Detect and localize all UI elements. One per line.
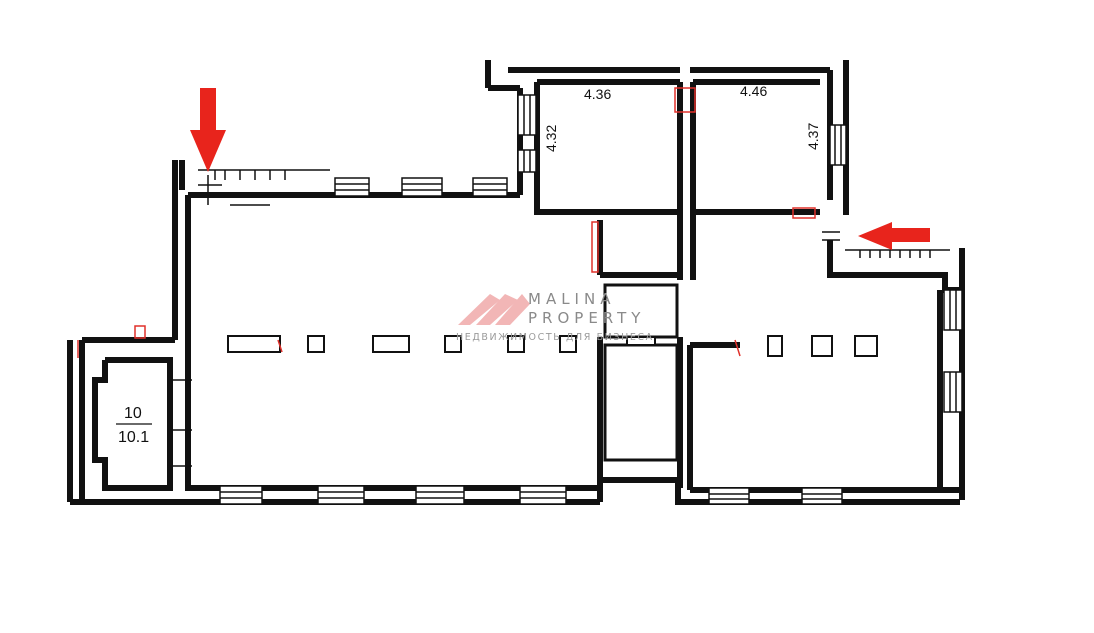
dimension-label: 4.37 [805,123,821,150]
window [472,177,508,197]
red-arrow-left-icon [858,222,930,250]
windows [219,94,963,505]
malina-property-watermark: MALINA PROPERTY НЕДВИЖИМОСТЬ ДЛЯ БИЗНЕСА [456,290,654,343]
column [559,335,577,353]
watermark-line2: PROPERTY [528,309,645,327]
window [943,371,963,413]
dimension-label: 4.36 [584,86,611,102]
column [444,335,462,353]
window [415,485,465,505]
column [227,335,281,353]
dimension-label: 4.32 [543,125,559,152]
column [507,335,525,353]
window [943,289,963,331]
window [334,177,370,197]
watermark-tagline: НЕДВИЖИМОСТЬ ДЛЯ БИЗНЕСА [456,332,654,343]
watermark-logo-icon [458,294,500,325]
dimension-label: 4.46 [740,83,767,99]
window [708,487,750,505]
red-accent-marks [77,87,816,358]
column [372,335,410,353]
window [829,124,847,166]
room-number: 10 [124,405,142,422]
window [517,94,537,136]
column [767,335,783,357]
entrance-steps [170,169,950,467]
window [401,177,443,197]
column [307,335,325,353]
column [811,335,833,357]
red-arrow-down-icon [190,88,226,172]
window [801,487,843,505]
interior-walls [230,79,820,488]
window [317,485,365,505]
column [626,336,656,346]
watermark-line1: MALINA [528,290,615,308]
room-area: 10.1 [118,429,149,446]
column [854,335,878,357]
columns [227,335,878,357]
window [519,485,567,505]
window [219,485,263,505]
window [517,149,537,173]
